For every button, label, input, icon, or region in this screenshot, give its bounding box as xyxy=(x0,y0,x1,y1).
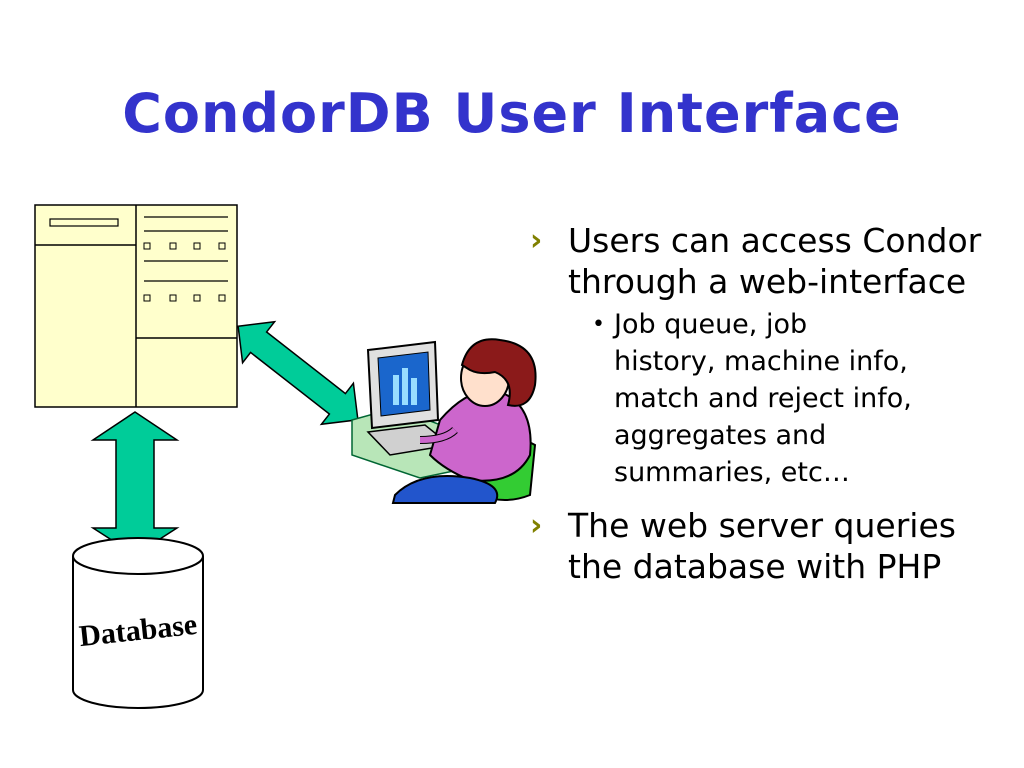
bullet-text: Users can access Condor through a web-in… xyxy=(568,221,982,301)
vertical-double-arrow xyxy=(90,411,180,556)
sub-bullet-text: Job queue, job history, machine info, ma… xyxy=(614,309,912,488)
bullet-item: › The web server queries the database wi… xyxy=(530,505,1000,587)
bullet-arrow-icon: › xyxy=(530,508,543,543)
bullet-item: › Users can access Condor through a web-… xyxy=(530,220,1000,302)
user-at-computer-icon xyxy=(351,338,537,504)
bullet-dot-icon: • xyxy=(592,312,605,337)
diagonal-double-arrow xyxy=(237,320,359,426)
bullet-text: The web server queries the database with… xyxy=(568,506,956,586)
web-page-icon xyxy=(34,204,238,408)
bullet-list: › Users can access Condor through a web-… xyxy=(530,220,1000,591)
bullet-arrow-icon: › xyxy=(530,223,543,258)
database-cylinder-icon: Database xyxy=(72,537,204,709)
slide-title: CondorDB User Interface xyxy=(122,82,902,145)
sub-bullet-item: • Job queue, job history, machine info, … xyxy=(592,306,914,491)
